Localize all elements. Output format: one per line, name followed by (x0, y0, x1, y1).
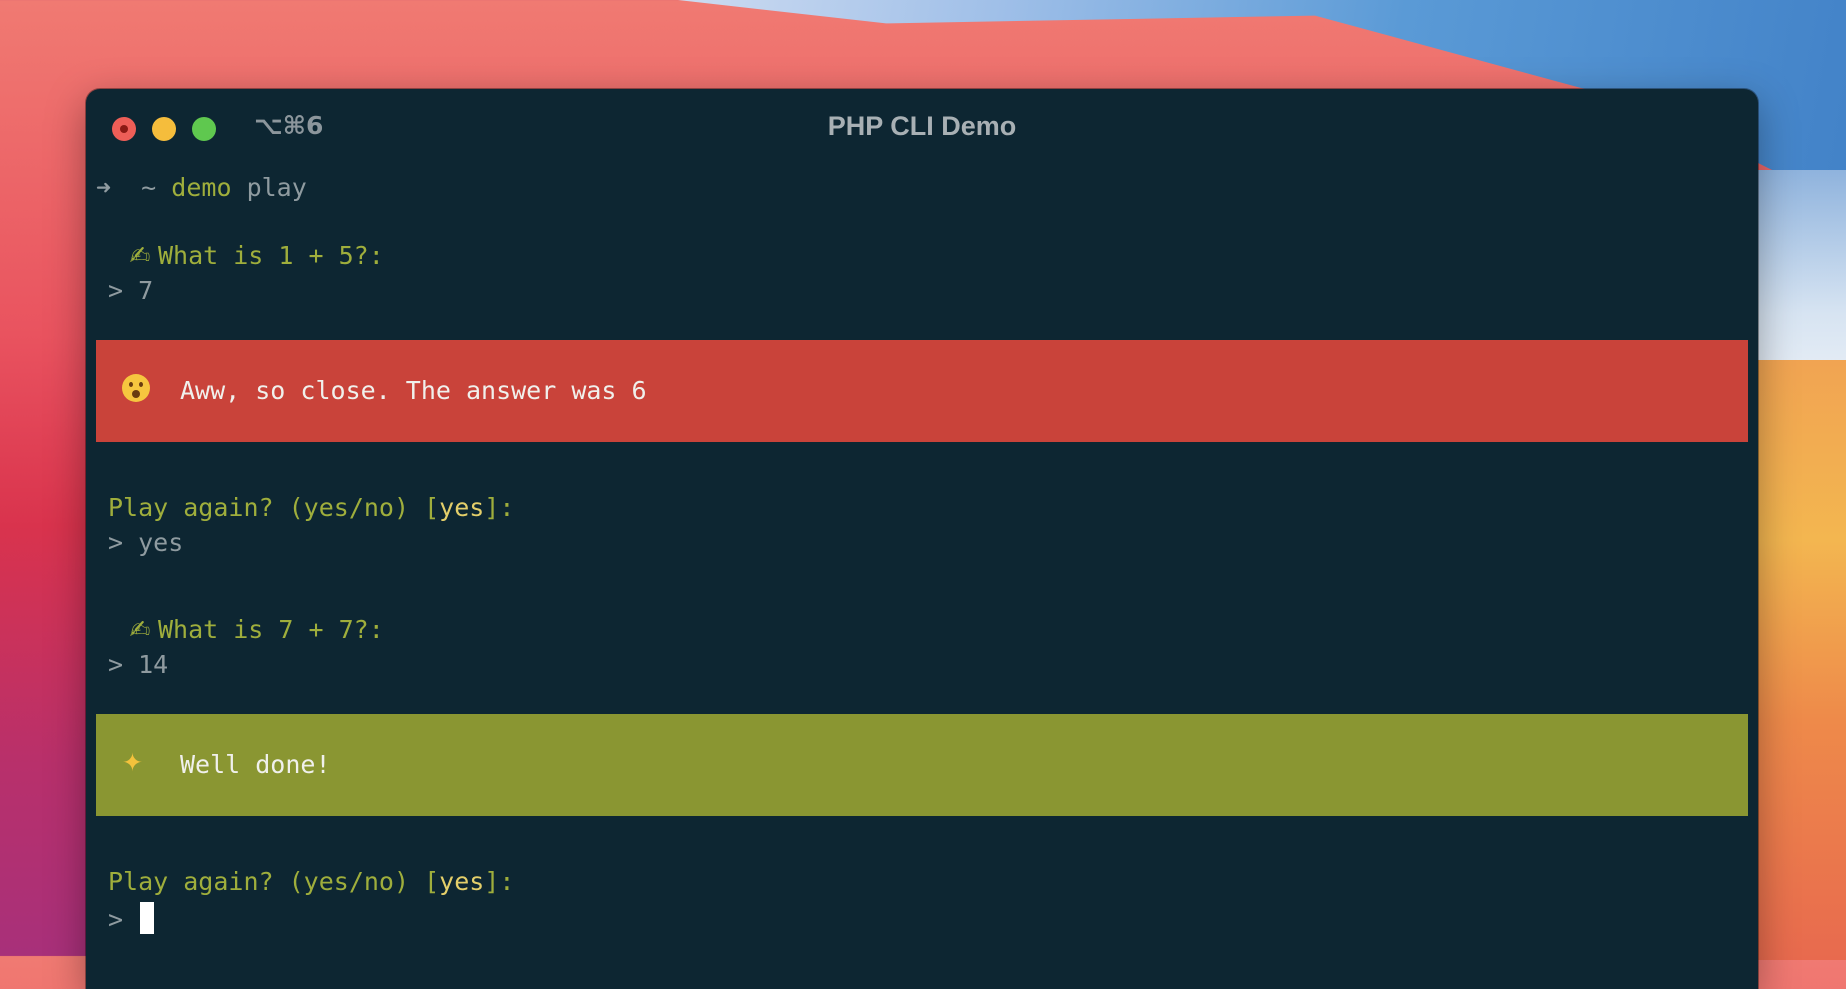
terminal-window: ⌥⌘6 PHP CLI Demo ➜ ~ demo play ✍What is … (86, 89, 1758, 989)
writing-hand-icon: ✍ (129, 241, 151, 270)
command-arg: play (246, 173, 307, 202)
answer-1: > 7 (108, 276, 154, 305)
play-again-prompt-1: Play again? (yes/no) [yes]: (108, 493, 515, 522)
question-1-text: What is 1 + 5?: (158, 241, 384, 270)
minimize-window-button[interactable] (152, 117, 176, 141)
writing-hand-icon: ✍ (129, 615, 151, 644)
window-title: PHP CLI Demo (827, 111, 1017, 141)
prompt-arrow-icon: ➜ (96, 173, 112, 202)
input-line[interactable]: > (108, 902, 155, 934)
question-2: ✍What is 7 + 7?: (122, 615, 384, 644)
input-prompt: > (108, 905, 139, 934)
success-banner: ✦ Well done! (96, 714, 1748, 816)
default-value-2: yes (439, 867, 485, 896)
prompt-dir: ~ (141, 173, 157, 202)
question-2-text: What is 7 + 7?: (158, 615, 384, 644)
error-banner: Aww, so close. The answer was 6 (96, 340, 1748, 442)
default-value-1: yes (439, 493, 485, 522)
surprised-face-icon (122, 374, 150, 408)
close-window-button[interactable] (112, 117, 136, 141)
command-line: ➜ ~ demo play (96, 173, 307, 202)
play-again-answer-1: > yes (108, 528, 184, 557)
party-popper-icon: ✦ (122, 748, 143, 777)
error-banner-text: Aww, so close. The answer was 6 (180, 376, 647, 405)
maximize-window-button[interactable] (192, 117, 216, 141)
tab-shortcut-label: ⌥⌘6 (254, 111, 324, 140)
play-again-prompt-2: Play again? (yes/no) [yes]: (108, 867, 515, 896)
question-1: ✍What is 1 + 5?: (122, 241, 384, 270)
success-banner-text: Well done! (180, 750, 331, 779)
answer-2: > 14 (108, 650, 169, 679)
title-bar[interactable]: ⌥⌘6 PHP CLI Demo (86, 89, 1758, 165)
text-cursor[interactable] (140, 902, 155, 934)
command-name: demo (171, 173, 232, 202)
